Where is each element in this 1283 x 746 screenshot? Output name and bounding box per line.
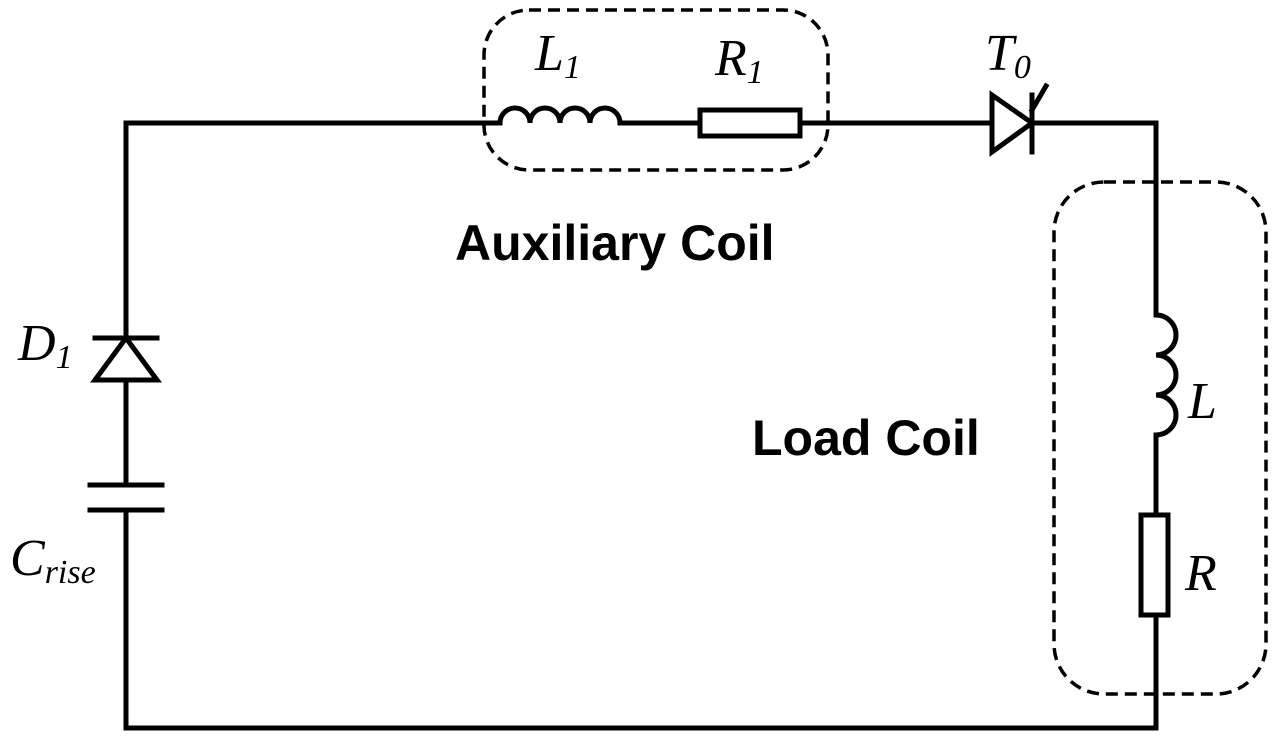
thyristor-t0 — [989, 82, 1050, 157]
wiring — [123, 120, 1159, 731]
auxiliary-coil-boundary — [482, 8, 830, 172]
label-auxiliary-coil: Auxiliary Coil — [455, 215, 775, 271]
inductor-l1 — [497, 105, 623, 126]
thyristor-t0-triangle — [989, 90, 1037, 157]
thyristor-t0-gate — [1028, 82, 1050, 114]
label-load-coil: Load Coil — [752, 410, 980, 466]
resistor-r — [1138, 512, 1171, 618]
inductor-l — [1153, 312, 1179, 438]
label-t0: T0 — [985, 25, 1031, 86]
label-r1: R1 — [714, 30, 764, 91]
label-d1: D1 — [17, 315, 73, 376]
label-crise: Crise — [10, 530, 96, 591]
auxiliary-coil-group — [482, 8, 830, 172]
label-r: R — [1184, 545, 1217, 602]
diode-d1-triangle — [90, 333, 162, 383]
load-coil-group — [1052, 180, 1268, 696]
resistor-r1 — [697, 107, 803, 139]
label-l: L — [1187, 373, 1217, 430]
capacitor-crise — [87, 482, 165, 513]
diode-d1 — [90, 333, 162, 383]
label-l1: L1 — [534, 25, 581, 86]
